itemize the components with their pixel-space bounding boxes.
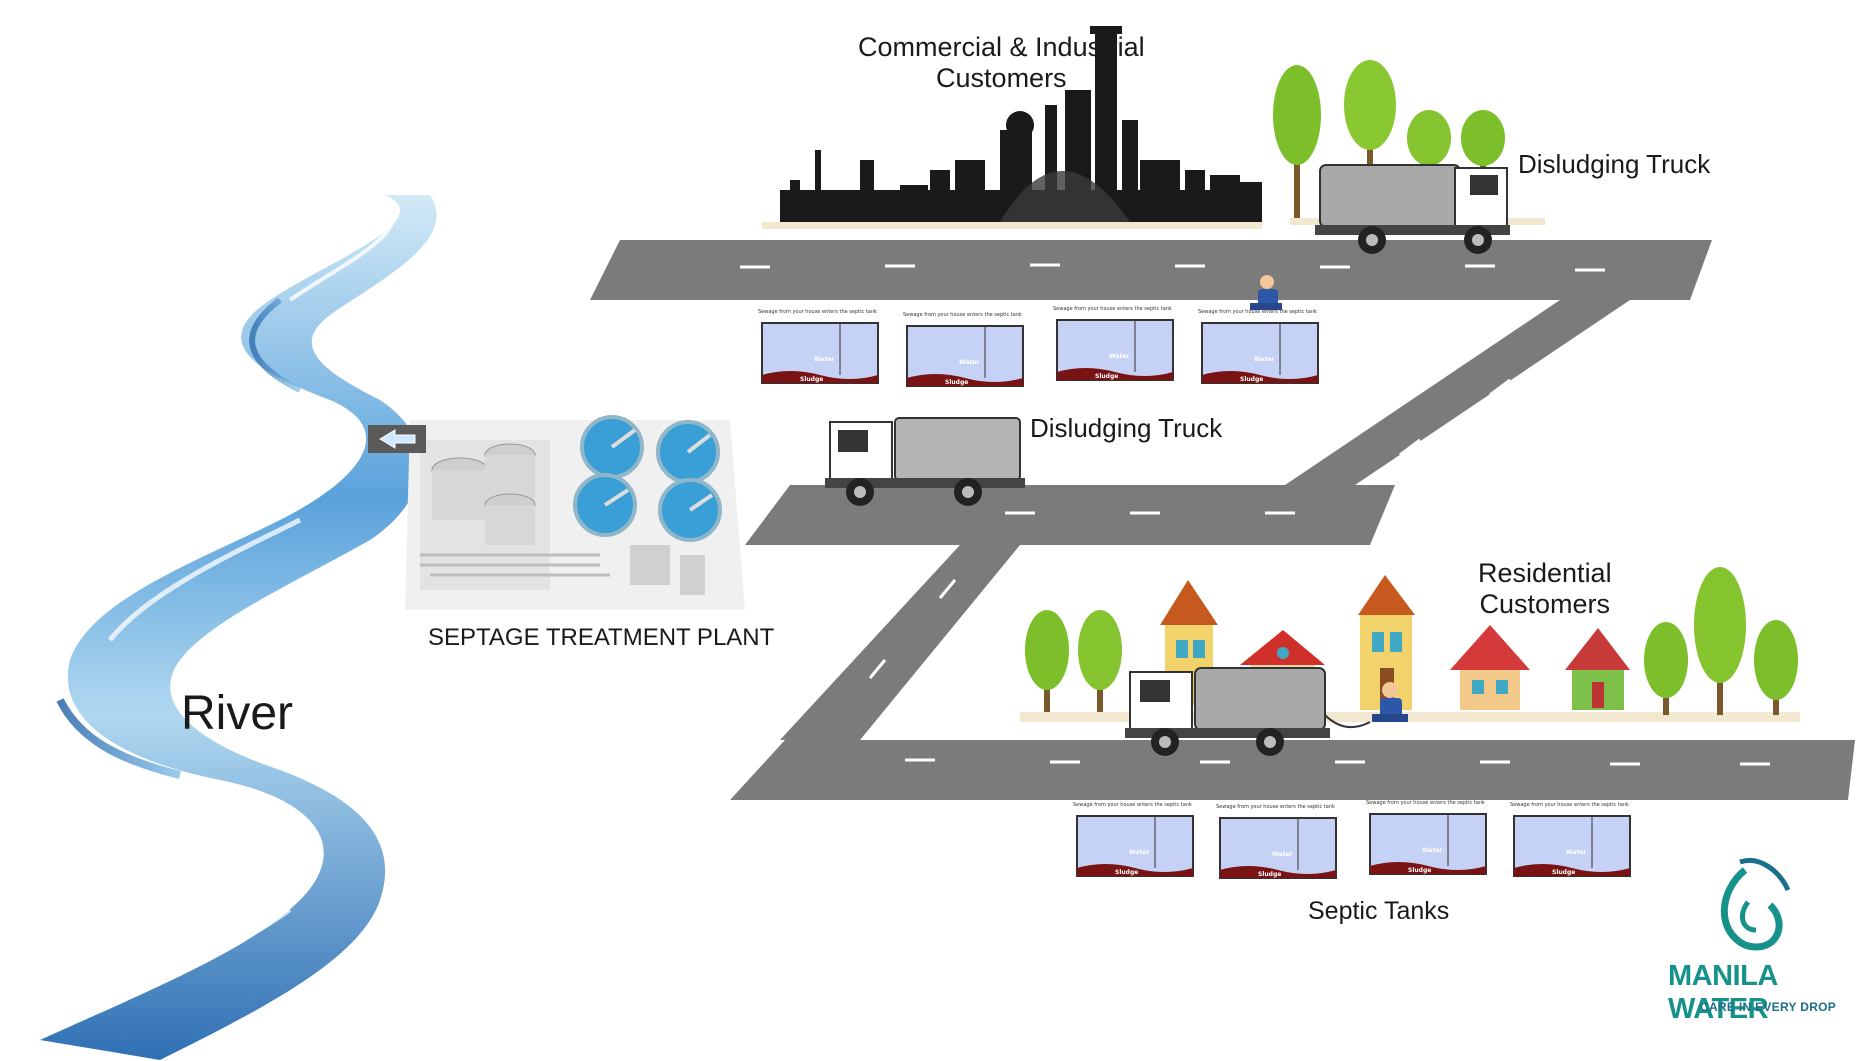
septage-plant-label: SEPTAGE TREATMENT PLANT [428, 624, 775, 651]
tank-note: Sewage from your house enters the septic… [1073, 802, 1192, 808]
road-top [590, 240, 1712, 300]
tank-sludge-label: Sludge [1115, 869, 1138, 876]
tank-note: Sewage from your house enters the septic… [758, 309, 877, 315]
tank-note: Sewage from your house enters the septic… [1366, 800, 1485, 806]
tree [1078, 610, 1122, 712]
tank-note: Sewage from your house enters the septic… [1510, 802, 1629, 808]
tank-water-label: Water [959, 359, 979, 366]
logo-name: MANILA WATER [1668, 960, 1777, 1025]
water-drop-swirl-icon [1720, 858, 1791, 951]
arrow-left-icon [368, 425, 426, 453]
tank-sludge-label: Sludge [1408, 867, 1431, 874]
lane-markings [740, 263, 1770, 766]
worker-figure-bottom [1372, 682, 1408, 722]
commercial-label-line2: Customers [936, 63, 1067, 94]
truck-middle-label: Disludging Truck [1030, 413, 1223, 443]
house [1565, 628, 1630, 710]
river-label: River [181, 687, 294, 740]
house [1450, 625, 1530, 710]
tank-note: Sewage from your house enters the septic… [903, 312, 1022, 318]
road-diagonal-lower [780, 545, 1020, 740]
tank-sludge-label: Sludge [1095, 373, 1118, 380]
residential-label-line1: Residential [1478, 558, 1612, 588]
road-network [590, 240, 1855, 800]
septic-tanks-top: Sludge Water Sewage from your house ente… [758, 306, 1319, 387]
septic-tank: Sludge Water Sewage from your house ente… [903, 312, 1024, 387]
tank-note: Sewage from your house enters the septic… [1216, 804, 1335, 810]
industrial-skyline [762, 26, 1262, 229]
tree [1644, 622, 1688, 715]
commercial-label-line1: Commercial & Industrial [858, 32, 1145, 62]
disludging-truck-middle [825, 417, 1025, 506]
tank-water-label: Water [1254, 356, 1274, 363]
septage-treatment-plant [405, 415, 745, 610]
road-diagonal-upper [1285, 300, 1630, 485]
truck-top-label: Disludging Truck [1518, 149, 1711, 179]
septic-tanks-bottom: Sludge Water Sewage from your house ente… [1073, 800, 1631, 879]
residential-customers-label: Residential Customers [1478, 558, 1612, 620]
commercial-customers-label: Commercial & Industrial Customers [858, 32, 1145, 94]
septic-tank: Sludge Water Sewage from your house ente… [1073, 802, 1194, 877]
tank-sludge-label: Sludge [945, 379, 968, 386]
tank-water-label: Water [1109, 353, 1129, 360]
septic-tank: Sludge Water Sewage from your house ente… [1510, 802, 1631, 877]
river [40, 195, 437, 1060]
tank-sludge-label: Sludge [1258, 871, 1281, 878]
tank-water-label: Water [1272, 851, 1292, 858]
worker-figure-top [1250, 275, 1282, 310]
logo-tagline: CARE IN EVERY DROP [1700, 1000, 1837, 1014]
residential-label-line2: Customers [1479, 589, 1611, 620]
tree [1694, 567, 1746, 715]
tank-water-label: Water [814, 356, 834, 363]
tank-note: Sewage from your house enters the septic… [1198, 309, 1317, 315]
road-middle [745, 485, 1395, 545]
septic-tank: Sludge Water Sewage from your house ente… [1198, 309, 1319, 384]
septic-tanks-label: Septic Tanks [1308, 897, 1450, 925]
septic-tank: Sludge Water Sewage from your house ente… [1366, 800, 1487, 875]
house [1358, 575, 1415, 710]
septic-tank: Sludge Water Sewage from your house ente… [1053, 306, 1174, 381]
road-bottom [730, 740, 1855, 800]
tree [1754, 620, 1798, 715]
tree [1025, 610, 1069, 712]
tank-water-label: Water [1566, 849, 1586, 856]
tank-sludge-label: Sludge [1552, 869, 1575, 876]
tank-sludge-label: Sludge [1240, 376, 1263, 383]
tank-water-label: Water [1422, 847, 1442, 854]
disludging-truck-top [1315, 164, 1510, 254]
septic-tank: Sludge Water Sewage from your house ente… [1216, 804, 1337, 879]
tank-note: Sewage from your house enters the septic… [1053, 306, 1172, 312]
tank-water-label: Water [1129, 849, 1149, 856]
tank-sludge-label: Sludge [800, 376, 823, 383]
disludging-truck-bottom [1125, 667, 1371, 756]
septic-tank: Sludge Water Sewage from your house ente… [758, 309, 879, 384]
